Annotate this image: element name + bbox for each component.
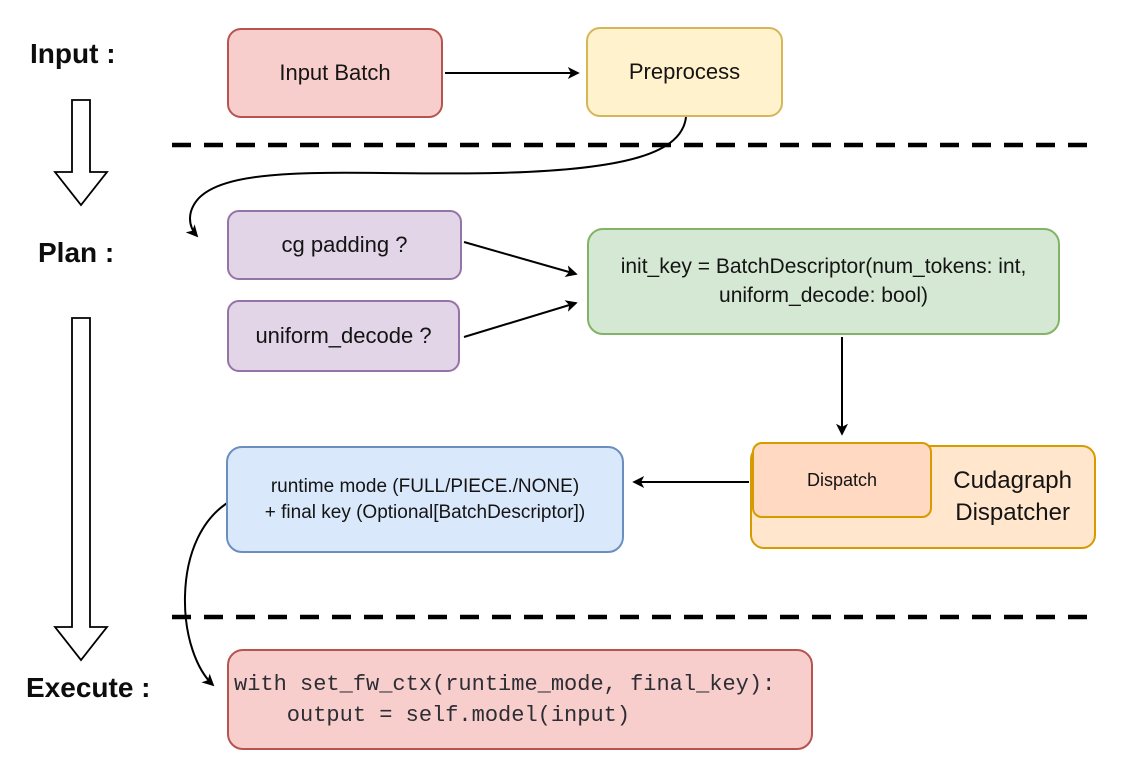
node-runtime-mode-line2: + final key (Optional[BatchDescriptor]): [264, 501, 586, 523]
flow-arrow-plan-to-execute: [53, 317, 109, 662]
node-input-batch: Input Batch: [227, 28, 443, 118]
arrow-preprocess-to-cg-padding: [185, 116, 687, 238]
arrow-cg-padding-to-init-key: [463, 241, 578, 277]
section-label-execute: Execute :: [26, 672, 151, 703]
node-uniform-decode-label: uniform_decode ?: [255, 323, 432, 349]
node-cudagraph-line2: Dispatcher: [955, 499, 1070, 526]
node-init-key: init_key = BatchDescriptor(num_tokens: i…: [587, 228, 1060, 335]
node-init-key-line1: init_key = BatchDescriptor(num_tokens: i…: [620, 255, 1027, 279]
node-runtime-mode: runtime mode (FULL/PIECE./NONE) + final …: [226, 446, 624, 553]
node-uniform-decode: uniform_decode ?: [227, 300, 460, 372]
node-cudagraph-line1: Cudagraph: [953, 467, 1072, 495]
node-preprocess-label: Preprocess: [628, 59, 741, 85]
section-label-input: Input :: [30, 38, 116, 69]
node-input-batch-label: Input Batch: [279, 60, 391, 86]
node-cg-padding-label: cg padding ?: [281, 232, 408, 258]
node-init-key-line2: uniform_decode: bool): [719, 283, 928, 307]
node-preprocess: Preprocess: [586, 27, 783, 117]
section-label-plan: Plan :: [38, 237, 115, 268]
node-dispatch-label: Dispatch: [806, 469, 878, 490]
flow-arrow-input-to-plan: [53, 99, 109, 207]
node-execute-code: with set_fw_ctx(runtime_mode, final_key)…: [227, 649, 813, 750]
node-cudagraph-dispatcher-label: Cudagraph Dispatcher: [953, 465, 1072, 528]
node-runtime-mode-line1: runtime mode (FULL/PIECE./NONE): [270, 475, 580, 497]
execute-code-line2: output = self.model(input): [234, 702, 631, 728]
execute-code-line1: with set_fw_ctx(runtime_mode, final_key)…: [234, 671, 776, 697]
node-dispatch: Dispatch: [752, 442, 932, 518]
node-cg-padding: cg padding ?: [227, 210, 462, 280]
arrow-uniform-decode-to-init-key: [463, 300, 578, 338]
arrow-runtime-mode-to-execute-code: [183, 499, 233, 687]
